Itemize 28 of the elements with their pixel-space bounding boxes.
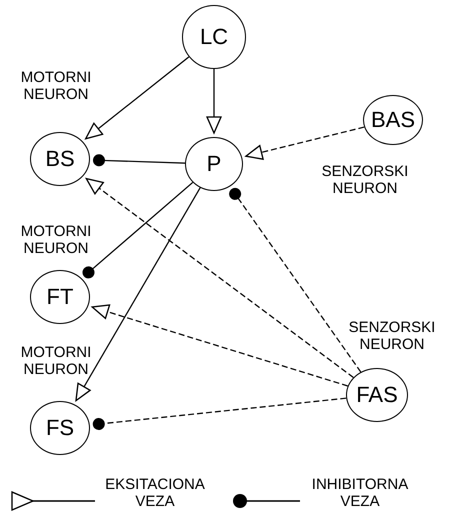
neuron-type-label: SENZORSKI NEURON [320,164,410,198]
inhibitory-connection [82,182,194,278]
neuron-circle [185,137,243,191]
neuron-label: FT [46,286,74,308]
neuron-label: BS [45,148,75,170]
neuron-label: LC [200,26,228,48]
legend-label: EKSITACIONA VEZA [104,477,206,511]
neuron-label: FS [46,417,74,439]
excitatory-connection [206,69,222,134]
neuron-label: P [206,153,222,175]
excitatory-connection [75,187,201,402]
neuron-label: BAS [370,109,416,131]
inhibitory-connection [229,188,362,372]
legend-label: INHIBITORNA VEZA [310,477,410,511]
neuron-type-label: MOTORNI NEURON [20,70,92,104]
excitatory-connection [245,126,364,160]
neuron-label: FAS [356,384,398,406]
inhibitory-connection [93,154,186,166]
neuron-type-label: MOTORNI NEURON [20,224,92,258]
excitatory-connection [92,304,348,387]
neuron-type-label: SENZORSKI NEURON [348,320,436,354]
neuron-circle [346,368,408,422]
neuron-circle [30,270,90,324]
excitatory-connection [86,178,354,378]
neuron-circle [30,132,90,186]
inhibitory-connection [92,398,346,430]
neuron-type-label: MOTORNI NEURON [20,345,92,379]
excitatory-connection [85,56,190,140]
